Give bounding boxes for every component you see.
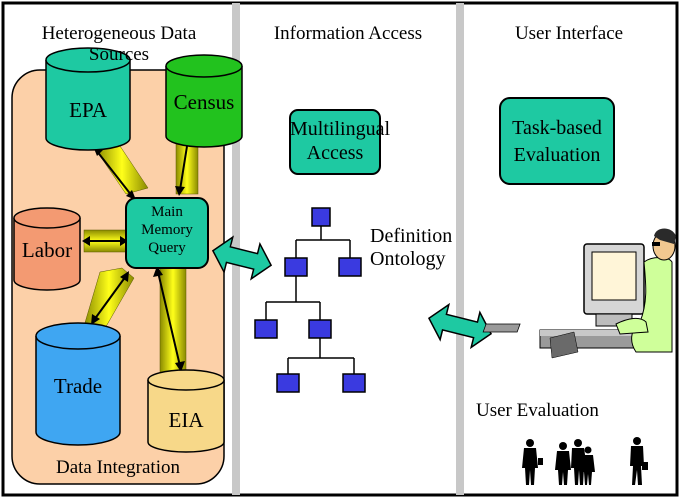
tree-node xyxy=(276,373,300,393)
user-evaluation-label: User Evaluation xyxy=(476,400,599,421)
task-based-evaluation-box xyxy=(499,97,615,185)
tree-node xyxy=(308,319,332,339)
query-ontology-arrow xyxy=(211,235,273,281)
ontology-user-arrow xyxy=(427,302,493,350)
eia-cylinder xyxy=(147,369,225,453)
labor-query-arrow xyxy=(82,229,129,253)
multilingual-label-line2: Access xyxy=(306,142,364,164)
sources-column-title-line2: Sources xyxy=(88,44,150,65)
query-label-line1: Main xyxy=(151,204,183,220)
census-cylinder xyxy=(165,54,243,148)
access-column-title: Information Access xyxy=(273,23,423,44)
trade-cylinder xyxy=(35,322,121,446)
tree-node xyxy=(342,373,366,393)
tree-node xyxy=(284,257,308,277)
sources-column-title-line1: Heterogeneous Data xyxy=(41,23,197,44)
ui-column-title: User Interface xyxy=(514,23,624,44)
labor-label: Labor xyxy=(21,238,73,262)
query-label-line3: Query xyxy=(148,240,186,256)
eia-query-arrow xyxy=(153,266,187,373)
ontology-label-line1: Definition xyxy=(370,225,453,247)
people-silhouettes-icon xyxy=(522,437,648,485)
labor-cylinder xyxy=(13,207,81,291)
multilingual-access-box xyxy=(289,109,381,175)
evaluation-label-line1: Task-based xyxy=(512,117,602,139)
trade-query-arrow xyxy=(83,267,135,331)
epa-cylinder xyxy=(45,47,131,151)
main-memory-query-box xyxy=(125,197,209,269)
column-divider-right xyxy=(456,3,464,495)
multilingual-label-line1: Multilingual xyxy=(290,118,390,140)
computer-user-icon xyxy=(482,228,676,359)
evaluation-label-line2: Evaluation xyxy=(513,144,601,166)
tree-node xyxy=(254,319,278,339)
query-label-line2: Memory xyxy=(141,222,193,238)
census-label: Census xyxy=(173,90,235,114)
ontology-tree xyxy=(254,207,366,393)
tree-node xyxy=(338,257,362,277)
tree-node-root xyxy=(311,207,331,227)
epa-label: EPA xyxy=(69,98,107,122)
trade-label: Trade xyxy=(53,374,103,398)
eia-label: EIA xyxy=(168,408,204,432)
data-integration-label: Data Integration xyxy=(56,457,180,478)
ontology-label-line2: Ontology xyxy=(370,248,446,270)
